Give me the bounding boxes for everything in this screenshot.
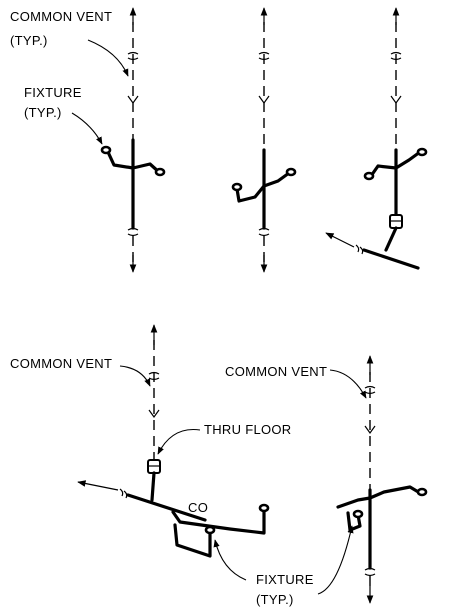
fixture-branch xyxy=(171,508,266,535)
stack-bottom-left xyxy=(77,324,270,558)
horizontal-drain xyxy=(126,493,207,522)
fixture-branch xyxy=(369,150,422,178)
fixture-icon xyxy=(363,171,375,181)
stack-top-left xyxy=(100,7,166,273)
fixture-icon xyxy=(416,487,428,497)
common-vent-leader xyxy=(329,369,367,399)
fixture-icon xyxy=(352,509,364,519)
arrow-left-icon xyxy=(77,480,119,491)
fixture-leader xyxy=(317,525,354,595)
label-thru-floor: THRU FLOOR xyxy=(204,422,292,437)
flow-chevron-icon xyxy=(148,409,160,419)
label-common-vent: COMMON VENT xyxy=(10,9,112,24)
thru-floor-leader xyxy=(157,428,201,455)
flow-chevron-icon xyxy=(390,95,402,105)
fixture-leader xyxy=(213,539,247,581)
flow-chevron-icon xyxy=(364,425,376,435)
fixture-icon xyxy=(231,182,243,192)
stack-pipe xyxy=(384,226,398,252)
flow-chevron-icon xyxy=(258,95,270,105)
label-fixture: FIXTURE xyxy=(24,85,82,100)
fixture-branch xyxy=(173,523,212,558)
stack-top-middle xyxy=(231,7,297,273)
fixture-icon xyxy=(285,167,297,177)
break-symbol-icon xyxy=(390,51,402,61)
fixture-branch xyxy=(346,511,362,532)
break-symbol-icon xyxy=(355,244,364,255)
fixture-icon xyxy=(258,503,270,513)
fixture-icon xyxy=(416,147,428,157)
break-symbol-icon xyxy=(364,567,376,577)
common-vent-leader xyxy=(119,365,151,387)
label-typ: (TYP.) xyxy=(24,105,62,120)
fixture-icon xyxy=(204,525,216,535)
fixture-icon xyxy=(100,145,112,155)
label-typ: (TYP.) xyxy=(256,592,294,607)
label-common-vent: COMMON VENT xyxy=(225,364,327,379)
break-symbol-icon xyxy=(119,488,128,499)
break-symbol-icon xyxy=(127,51,139,61)
break-symbol-icon xyxy=(258,51,270,61)
flow-chevron-icon xyxy=(127,95,139,105)
fixture-branch xyxy=(336,485,422,509)
label-co: CO xyxy=(188,500,208,515)
fixture-leader xyxy=(71,112,103,145)
break-symbol-icon xyxy=(127,227,139,237)
fixture-branch xyxy=(106,150,162,175)
fixture-branch xyxy=(235,171,291,203)
label-fixture: FIXTURE xyxy=(256,572,314,587)
fixture-icon xyxy=(154,167,166,177)
horizontal-drain xyxy=(362,248,420,270)
common-vent-leader xyxy=(87,39,129,77)
break-symbol-icon xyxy=(258,227,270,237)
stack-top-right xyxy=(325,7,428,270)
label-common-vent: COMMON VENT xyxy=(10,356,112,371)
stack-pipe xyxy=(150,471,156,502)
stack-bottom-right xyxy=(336,355,428,604)
label-typ: (TYP.) xyxy=(10,33,48,48)
arrow-left-icon xyxy=(325,232,355,248)
